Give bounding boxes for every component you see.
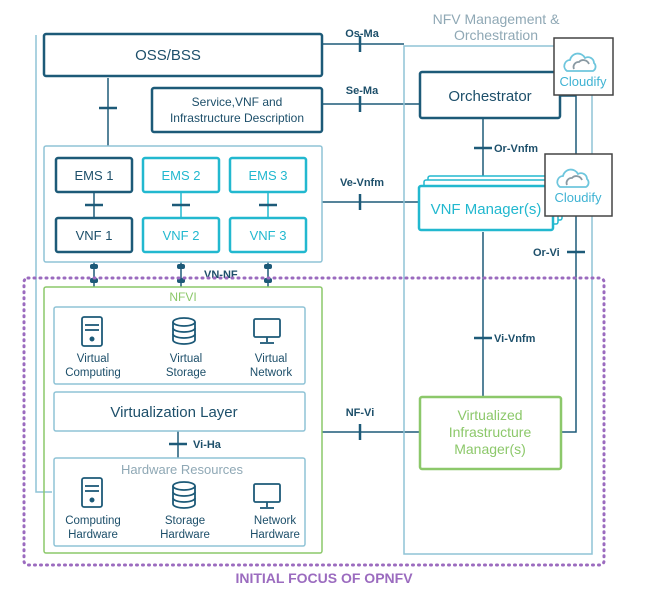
database-icon <box>172 481 196 509</box>
virtual-computing-line1: Virtual <box>77 353 109 365</box>
cloudify-top-label: Cloudify <box>560 74 607 89</box>
nfvi-frame <box>43 286 323 554</box>
hardware-resources-label: Hardware Resources <box>121 462 244 477</box>
virtual-resources-box <box>53 306 306 385</box>
ve-vnfm-label: Ve-Vnfm <box>340 177 384 189</box>
virtual-storage-line2: Storage <box>166 367 206 379</box>
ems-1-label: EMS 1 <box>74 168 113 183</box>
os-ma-label: Os-Ma <box>345 28 380 40</box>
vnf-3-label: VNF 3 <box>250 228 287 243</box>
vim-box[interactable] <box>418 395 563 471</box>
or-vi-label: Or-Vi <box>533 247 560 259</box>
vn-nf-label: VN-NF <box>204 269 238 281</box>
vnf-3-box[interactable]: VNF 3 <box>228 216 308 254</box>
nfv-title-line2: Orchestration <box>454 27 538 43</box>
cloudify-logo-top: Cloudify <box>553 37 614 96</box>
vi-vnfm-label: Vi-Vnfm <box>494 333 536 345</box>
virtualization-layer-label: Virtualization Layer <box>110 404 237 421</box>
monitor-icon <box>253 483 281 509</box>
vim-line1: Virtualized <box>457 407 522 423</box>
ems-3-label: EMS 3 <box>248 168 287 183</box>
service-desc-line1: Service,VNF and <box>192 95 283 109</box>
ems-3-box[interactable]: EMS 3 <box>228 156 308 194</box>
vim-line3: Manager(s) <box>454 441 526 457</box>
ems-2-label: EMS 2 <box>161 168 200 183</box>
vnf-manager-stack[interactable]: VNF Manager(s) <box>417 175 563 232</box>
ems-1-box[interactable]: EMS 1 <box>54 156 134 194</box>
interface-labels: Os-Ma Se-Ma Ve-Vnfm Or-Vnfm Or-Vi VN-NF … <box>193 28 560 451</box>
cloud-icon <box>563 52 597 72</box>
server-icon <box>81 477 103 508</box>
virtual-computing-line2: Computing <box>65 367 121 379</box>
service-description-box[interactable] <box>150 86 324 134</box>
nfvi-label: NFVI <box>169 290 196 304</box>
computing-hardware-line1: Computing <box>65 515 121 527</box>
server-icon <box>81 316 103 347</box>
service-desc-line2: Infrastructure Description <box>170 111 304 125</box>
computing-hardware-line2: Hardware <box>68 529 118 541</box>
vnf-1-label: VNF 1 <box>76 228 113 243</box>
initial-focus-label: INITIAL FOCUS OF OPNFV <box>235 570 413 586</box>
storage-hardware-line2: Hardware <box>160 529 210 541</box>
cloudify-bottom-label: Cloudify <box>555 190 602 205</box>
vi-ha-label: Vi-Ha <box>193 439 222 451</box>
virtualization-layer-box[interactable] <box>53 391 306 432</box>
monitor-icon <box>253 318 281 344</box>
or-vnfm-label: Or-Vnfm <box>494 143 538 155</box>
nf-vi-label: NF-Vi <box>346 407 375 419</box>
virtual-network-line1: Virtual <box>255 353 287 365</box>
cloudify-logo-bottom: Cloudify <box>544 153 613 217</box>
nfv-title-line1: NFV Management & <box>433 11 560 27</box>
vnf-2-box[interactable]: VNF 2 <box>141 216 221 254</box>
database-icon <box>172 317 196 345</box>
oss-bss-label: OSS/BSS <box>135 47 201 64</box>
se-ma-label: Se-Ma <box>346 85 379 97</box>
vnf-1-box[interactable]: VNF 1 <box>54 216 134 254</box>
nfv-mano-frame <box>403 45 593 555</box>
virtual-storage-line1: Virtual <box>170 353 202 365</box>
vnf-2-label: VNF 2 <box>163 228 200 243</box>
storage-hardware-line1: Storage <box>165 515 205 527</box>
cloud-icon <box>556 168 590 188</box>
network-hardware-line1: Network <box>254 515 296 527</box>
network-hardware-line2: Hardware <box>250 529 300 541</box>
virtual-network-line2: Network <box>250 367 292 379</box>
vnf-manager-label: VNF Manager(s) <box>431 201 542 218</box>
vim-line2: Infrastructure <box>449 424 532 440</box>
oss-bss-box[interactable] <box>42 32 324 78</box>
vnf-frame <box>43 145 323 263</box>
interface-ticks <box>85 36 585 446</box>
orchestrator-label: Orchestrator <box>448 88 531 105</box>
ems-2-box[interactable]: EMS 2 <box>141 156 221 194</box>
